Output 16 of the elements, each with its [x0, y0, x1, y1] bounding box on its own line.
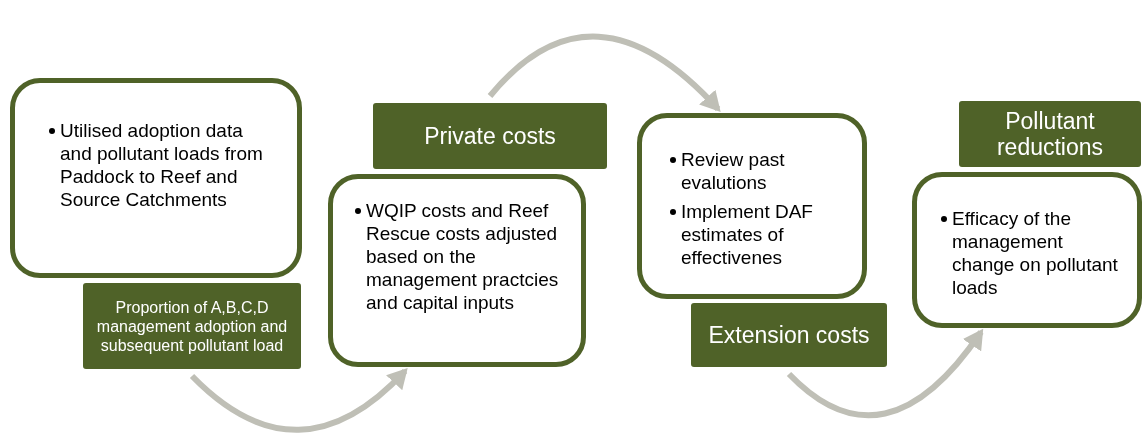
- bullet-text: Implement DAF estimates of effectivenes: [681, 200, 814, 269]
- curved-arrow: [487, 33, 721, 112]
- stage-heading: Private costs: [370, 100, 610, 172]
- bullet-text: WQIP costs and Reef Rescue costs adjusted based on the management practcies and capital inputs: [366, 199, 560, 314]
- bullet-text: Review past evalutions: [681, 148, 786, 194]
- stage-heading: Proportion of A,B,C,D management adoption and subsequent pollutant load: [80, 280, 304, 372]
- bullet-text: Utilised adoption data and pollutant loads from Paddock to Reef and Source Catchments: [60, 119, 264, 211]
- text-card: [10, 78, 302, 278]
- curved-arrow: [189, 368, 408, 433]
- text-card: [328, 174, 586, 367]
- curved-arrow: [786, 328, 984, 419]
- bullet-text: Efficacy of the management change on pollutant loads: [952, 207, 1119, 299]
- stage-heading: Pollutant reductions: [956, 98, 1144, 170]
- text-card: [912, 172, 1142, 328]
- stage-heading: Extension costs: [688, 300, 890, 370]
- text-card: [637, 113, 867, 299]
